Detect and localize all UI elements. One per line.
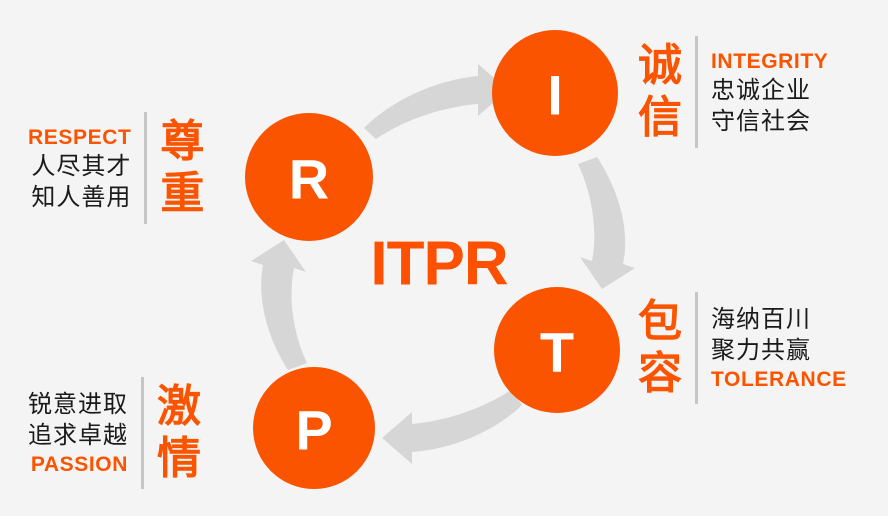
integrity-cn-line-2: 守信社会 (711, 106, 811, 135)
integrity-big-chars: 诚 信 (638, 40, 682, 143)
tolerance-cn-line-2: 聚力共赢 (711, 335, 811, 364)
tolerance-big-chars: 包 容 (638, 296, 682, 399)
passion-text-lines: 锐意进取 追求卓越 PASSION (28, 389, 128, 478)
respect-text-lines: RESPECT 人尽其才 知人善用 (28, 124, 131, 213)
node-I[interactable]: I (492, 30, 618, 156)
tolerance-text-lines: 海纳百川 聚力共赢 TOLERANCE (711, 304, 847, 393)
respect-big-chars: 尊 重 (160, 116, 205, 219)
passion-cn-line-2: 追求卓越 (28, 420, 128, 449)
integrity-divider (695, 36, 698, 148)
tolerance-divider (695, 292, 698, 404)
arrow-group (251, 64, 635, 464)
tolerance-cn-line-1: 海纳百川 (711, 304, 811, 333)
center-label: ITPR (370, 230, 507, 299)
node-letter-P: P (295, 399, 332, 462)
arrow-p-to-r (251, 240, 307, 370)
node-P[interactable]: P (253, 367, 375, 489)
value-block-tolerance: 包 容 海纳百川 聚力共赢 TOLERANCE (638, 292, 847, 404)
arrow-i-to-t (578, 157, 635, 289)
node-circles: R I T P (245, 30, 620, 489)
node-letter-R: R (289, 148, 329, 211)
integrity-cn-line-1: 忠诚企业 (711, 75, 811, 104)
node-R[interactable]: R (245, 113, 373, 241)
arrow-r-to-i (364, 64, 508, 139)
value-block-respect: RESPECT 人尽其才 知人善用 尊 重 (28, 112, 204, 224)
passion-divider (141, 377, 144, 489)
respect-english-label: RESPECT (28, 125, 132, 149)
respect-cn-line-2: 知人善用 (31, 182, 132, 211)
value-block-integrity: 诚 信 INTEGRITY 忠诚企业 守信社会 (638, 36, 828, 148)
respect-divider (144, 112, 148, 224)
node-letter-I: I (547, 64, 563, 127)
node-T[interactable]: T (494, 287, 620, 413)
integrity-english-label: INTEGRITY (711, 49, 829, 73)
passion-english-label: PASSION (30, 452, 128, 476)
passion-cn-line-1: 锐意进取 (28, 389, 128, 418)
node-letter-T: T (540, 321, 574, 384)
value-block-passion: 锐意进取 追求卓越 PASSION 激 情 (28, 377, 201, 489)
arrow-t-to-p (382, 390, 522, 464)
passion-big-chars: 激 情 (157, 381, 201, 484)
respect-cn-line-1: 人尽其才 (31, 151, 132, 180)
integrity-text-lines: INTEGRITY 忠诚企业 守信社会 (711, 48, 828, 137)
tolerance-english-label: TOLERANCE (711, 367, 847, 391)
